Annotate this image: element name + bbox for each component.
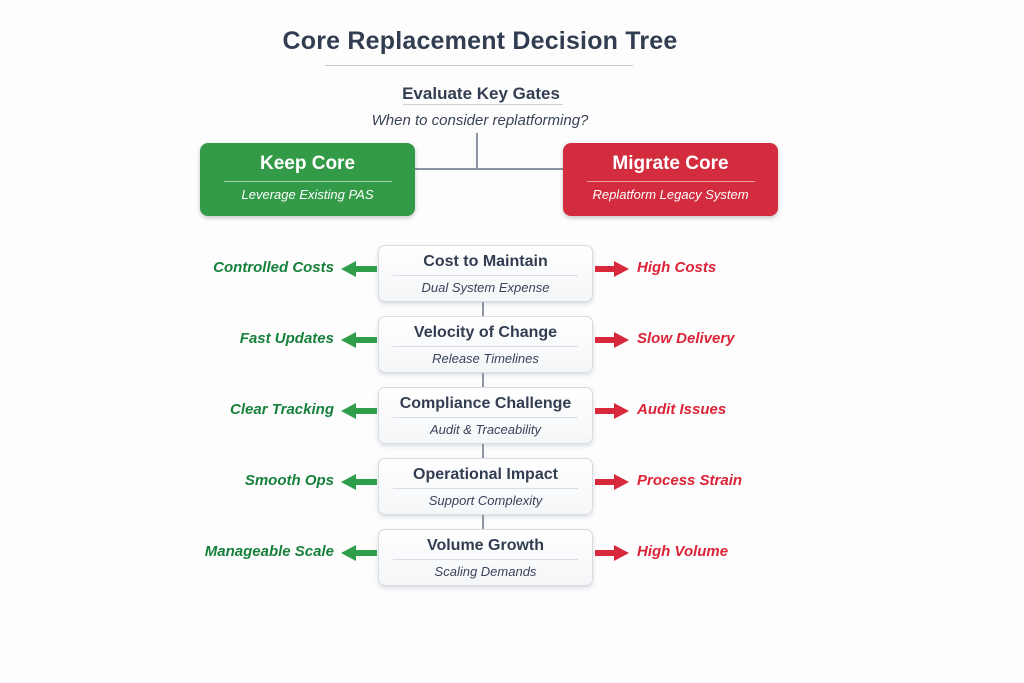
gate-box: Velocity of Change Release Timelines bbox=[378, 316, 593, 373]
arrow-shaft bbox=[356, 479, 377, 485]
divider bbox=[393, 346, 578, 347]
left-arrow-icon bbox=[341, 474, 377, 490]
gate-box: Compliance Challenge Audit & Traceabilit… bbox=[378, 387, 593, 444]
arrow-shaft bbox=[356, 408, 377, 414]
gate-box: Volume Growth Scaling Demands bbox=[378, 529, 593, 586]
gate-title: Operational Impact bbox=[413, 466, 558, 483]
connector-line bbox=[476, 133, 478, 170]
right-arrow-icon bbox=[595, 332, 629, 348]
keep-outcome-label: Controlled Costs bbox=[213, 259, 334, 276]
migrate-outcome-label: High Volume bbox=[637, 543, 729, 560]
arrowhead-right-icon bbox=[614, 403, 629, 419]
gate-row: Manageable Scale Volume Growth Scaling D… bbox=[0, 529, 1024, 586]
migrate-outcome-label: Audit Issues bbox=[637, 401, 727, 418]
gate-subtitle: Audit & Traceability bbox=[429, 422, 542, 437]
gate-subtitle: Scaling Demands bbox=[434, 564, 537, 579]
arrow-shaft bbox=[595, 266, 614, 272]
connector-line bbox=[482, 302, 484, 316]
keep-core-title: Keep Core bbox=[259, 153, 356, 174]
gate-header-underline bbox=[403, 104, 563, 105]
keep-core-subtitle: Leverage Existing PAS bbox=[241, 187, 374, 202]
gate-subtitle: Dual System Expense bbox=[421, 280, 550, 295]
divider bbox=[393, 417, 578, 418]
keep-outcome-label: Fast Updates bbox=[239, 330, 334, 347]
right-arrow-icon bbox=[595, 474, 629, 490]
migrate-outcome-label: High Costs bbox=[637, 259, 717, 276]
migrate-outcome-label: Process Strain bbox=[637, 472, 743, 489]
gate-row: Fast Updates Velocity of Change Release … bbox=[0, 316, 1024, 387]
gate-row: Clear Tracking Compliance Challenge Audi… bbox=[0, 387, 1024, 458]
migrate-core-box: Migrate Core Replatform Legacy System bbox=[563, 143, 778, 216]
connector-line bbox=[482, 515, 484, 529]
gate-row: Controlled Costs Cost to Maintain Dual S… bbox=[0, 245, 1024, 316]
arrow-shaft bbox=[595, 337, 614, 343]
arrowhead-left-icon bbox=[341, 332, 356, 348]
gate-row: Smooth Ops Operational Impact Support Co… bbox=[0, 458, 1024, 529]
left-arrow-icon bbox=[341, 261, 377, 277]
connector-line bbox=[482, 444, 484, 458]
arrowhead-right-icon bbox=[614, 474, 629, 490]
gate-title: Compliance Challenge bbox=[399, 395, 572, 412]
arrow-shaft bbox=[356, 266, 377, 272]
arrowhead-left-icon bbox=[341, 474, 356, 490]
right-arrow-icon bbox=[595, 403, 629, 419]
gate-subtitle: Support Complexity bbox=[428, 493, 543, 508]
migrate-core-title: Migrate Core bbox=[612, 153, 729, 174]
right-arrow-icon bbox=[595, 261, 629, 277]
gate-title: Volume Growth bbox=[426, 537, 545, 554]
title-underline bbox=[325, 65, 633, 66]
arrowhead-right-icon bbox=[614, 545, 629, 561]
left-arrow-icon bbox=[341, 332, 377, 348]
gate-title: Velocity of Change bbox=[413, 324, 558, 341]
migrate-outcome-label: Slow Delivery bbox=[637, 330, 735, 347]
arrow-shaft bbox=[595, 479, 614, 485]
gate-header-title: Evaluate Key Gates bbox=[402, 84, 560, 103]
keep-outcome-label: Manageable Scale bbox=[204, 543, 334, 560]
migrate-core-subtitle: Replatform Legacy System bbox=[592, 187, 749, 202]
gate-box: Operational Impact Support Complexity bbox=[378, 458, 593, 515]
divider bbox=[393, 488, 578, 489]
arrowhead-left-icon bbox=[341, 261, 356, 277]
divider bbox=[393, 275, 578, 276]
arrow-shaft bbox=[595, 408, 614, 414]
arrowhead-left-icon bbox=[341, 403, 356, 419]
arrowhead-right-icon bbox=[614, 332, 629, 348]
page-title: Core Replacement Decision Tree bbox=[282, 27, 678, 55]
right-arrow-icon bbox=[595, 545, 629, 561]
connector-line bbox=[482, 373, 484, 387]
divider bbox=[223, 181, 392, 182]
divider bbox=[586, 181, 755, 182]
arrowhead-right-icon bbox=[614, 261, 629, 277]
keep-outcome-label: Clear Tracking bbox=[230, 401, 334, 418]
gate-subtitle: Release Timelines bbox=[432, 351, 539, 366]
gate-title: Cost to Maintain bbox=[423, 253, 548, 270]
connector-line bbox=[415, 168, 563, 170]
gate-box: Cost to Maintain Dual System Expense bbox=[378, 245, 593, 302]
keep-outcome-label: Smooth Ops bbox=[244, 472, 334, 489]
keep-core-box: Keep Core Leverage Existing PAS bbox=[200, 143, 415, 216]
arrowhead-left-icon bbox=[341, 545, 356, 561]
arrow-shaft bbox=[356, 337, 377, 343]
gate-header-subtitle: When to consider replatforming? bbox=[371, 112, 589, 129]
divider bbox=[393, 559, 578, 560]
left-arrow-icon bbox=[341, 403, 377, 419]
arrow-shaft bbox=[356, 550, 377, 556]
left-arrow-icon bbox=[341, 545, 377, 561]
arrow-shaft bbox=[595, 550, 614, 556]
